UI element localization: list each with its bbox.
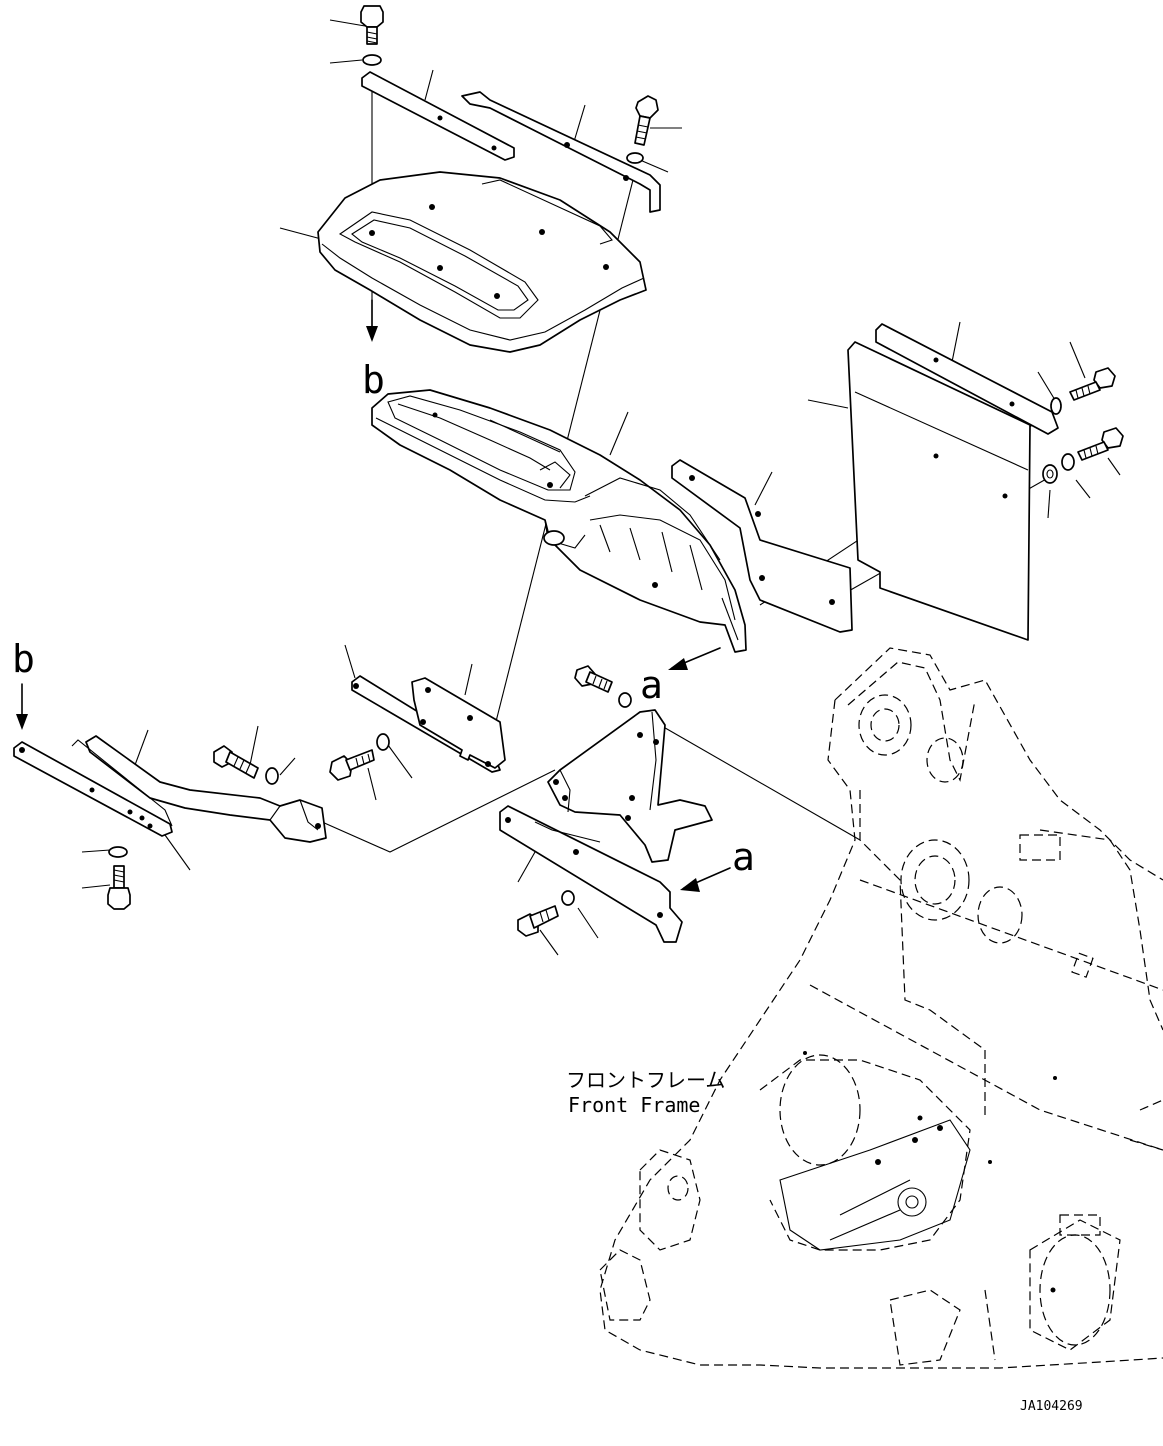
top-right-bolt <box>634 95 659 146</box>
right-bolt-lower <box>1077 427 1124 461</box>
left-bolt <box>107 865 131 910</box>
mudflap-retainer-strip <box>875 323 1059 435</box>
top-bolt <box>360 5 384 45</box>
washer-middle-1 <box>265 767 279 785</box>
right-washer-upper <box>1050 397 1062 415</box>
mudflap <box>847 341 1031 641</box>
left-stay-arm <box>85 735 327 843</box>
right-nut <box>1042 464 1058 484</box>
lower-support-plate <box>499 805 683 943</box>
front-frame-label-jp: フロントフレーム <box>566 1068 725 1092</box>
callout-b-upper: b <box>362 299 385 402</box>
support-strip-right <box>411 677 506 769</box>
callout-b-upper-label: b <box>362 358 385 402</box>
mount-washer-middle <box>618 692 632 708</box>
drawing-id: JA104269 <box>1020 1399 1083 1414</box>
top-strip-left <box>361 71 515 161</box>
callout-a-lower-label: a <box>732 835 755 879</box>
bolt-lower-middle <box>517 905 559 937</box>
callout-b-lower: b <box>12 637 35 730</box>
left-plate <box>13 739 173 837</box>
top-strip-right <box>461 91 661 213</box>
right-bolt-upper <box>1069 367 1116 401</box>
callout-b-lower-label: b <box>12 637 35 681</box>
callout-a-lower: a <box>680 835 755 892</box>
right-washer-lower <box>1061 453 1075 471</box>
left-washer <box>108 846 128 858</box>
washer-lower-middle <box>561 890 575 906</box>
front-frame-label-en: Front Frame <box>568 1093 700 1117</box>
top-washer <box>362 54 382 66</box>
mudflap-bracket <box>671 459 853 633</box>
top-right-washer <box>626 152 644 164</box>
washer-middle-2 <box>376 733 390 751</box>
bolt-middle-2 <box>329 749 375 781</box>
lower-fender <box>371 389 747 653</box>
bolt-middle-1 <box>213 745 259 779</box>
front-frame <box>599 647 1163 1369</box>
mount-bolt-middle <box>574 665 613 693</box>
callout-a-upper-label: a <box>640 663 663 707</box>
upper-fender-cover <box>317 171 647 353</box>
callout-a-upper: a <box>640 647 721 707</box>
mounting-bracket <box>547 709 713 863</box>
